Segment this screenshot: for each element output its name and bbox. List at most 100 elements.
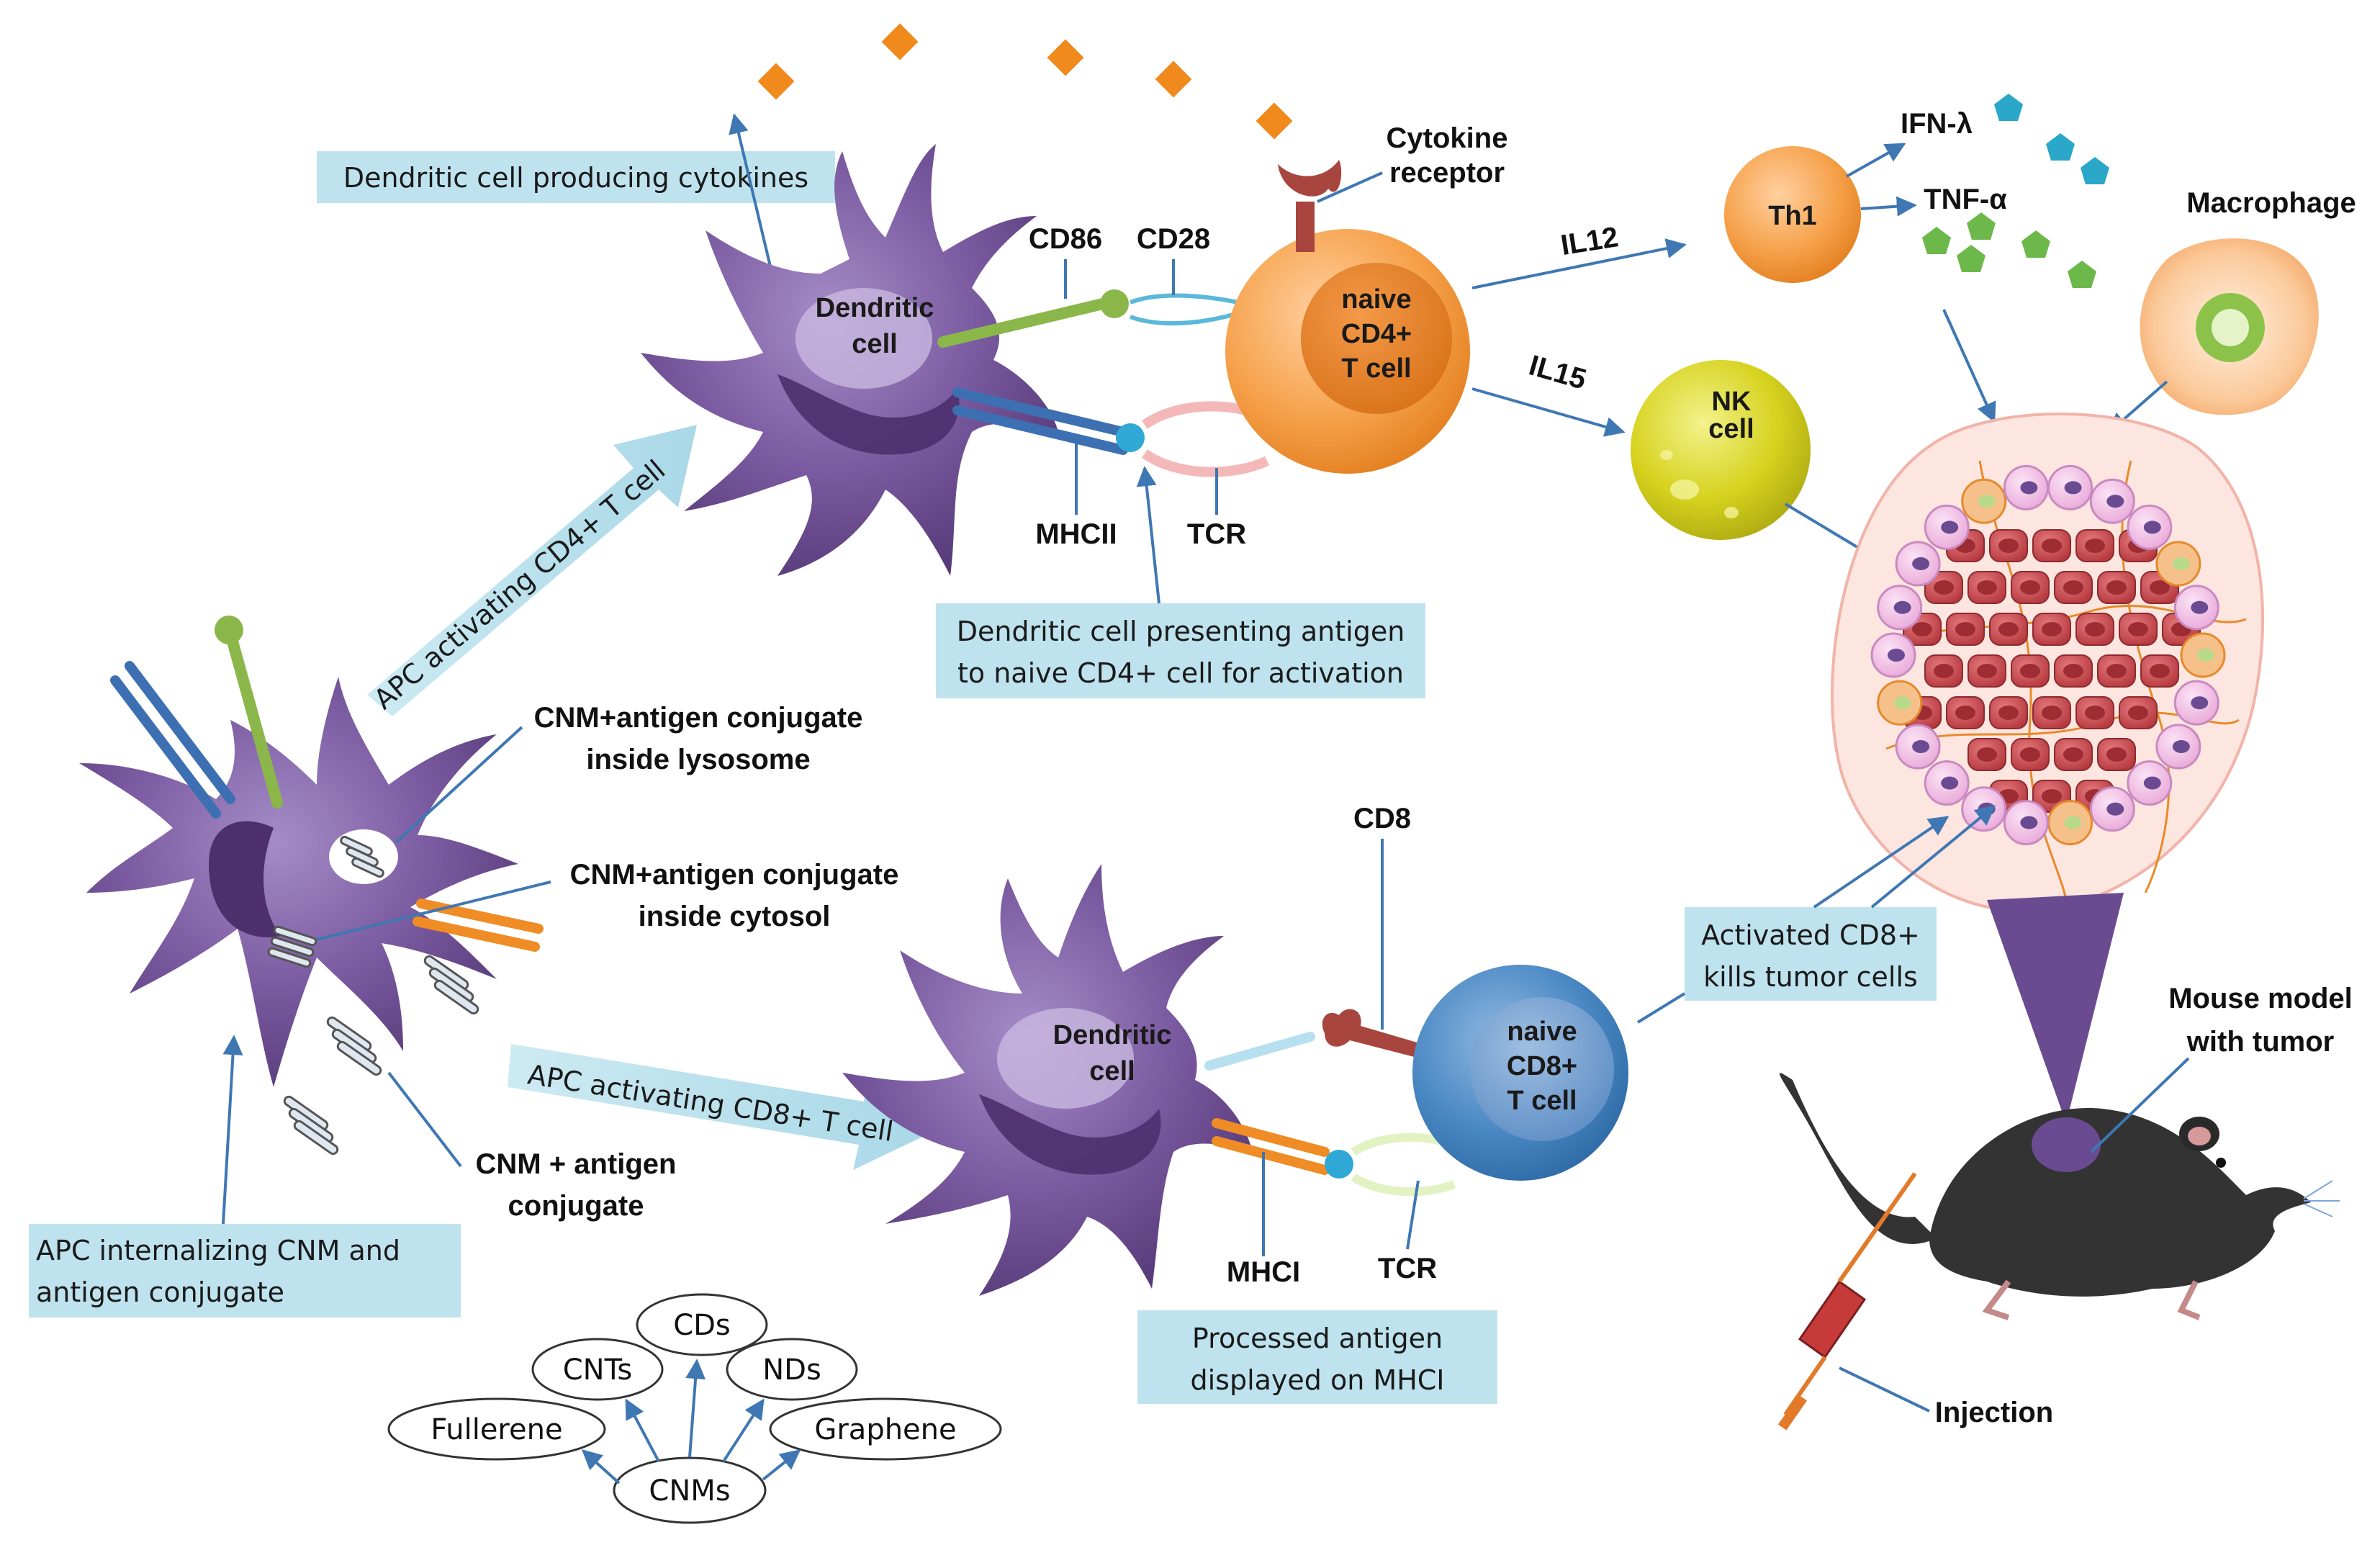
mhcii-label: MHCII [1035,518,1117,550]
tumor-border-cell-nucleus [2106,495,2124,508]
tumor-cell-nucleus [1955,706,1975,720]
cd8-label: CD8 [1353,803,1411,834]
cytokine-receptor-label-2: receptor [1389,157,1505,189]
activated-cd8-pointer [1636,992,1686,1024]
tumor-cell-nucleus [2042,706,2062,720]
tumor [1831,413,2265,913]
processed-text-2: displayed on MHCI [1190,1364,1444,1396]
tumor-cell-nucleus [2063,664,2083,678]
naive-cd4-t-cell: naive CD4+ T cell [1225,229,1470,474]
injection-pointer [1839,1366,1930,1413]
mhcii-molecule [952,387,1145,455]
processed-text-1: Processed antigen [1192,1323,1443,1354]
tumor-border-cell-nucleus [1888,649,1905,662]
cd8-cell-label-1: naive [1507,1017,1577,1047]
tumor-cell-nucleus [2150,580,2170,595]
macrophage-cell [2140,238,2319,415]
tumor-cell-nucleus [1998,539,2019,553]
th1-cell: Th1 [1724,146,1861,283]
dc-presenting-text-2: to naive CD4+ cell for activation [957,657,1404,689]
cytokine-receptor-label-1: Cytokine [1387,122,1508,154]
tumor-cell-nucleus [2042,622,2062,636]
tumor-cell-nucleus [2128,622,2148,636]
cnm-arrow-cds [685,1359,706,1458]
tumor-cell-nucleus [2106,747,2127,762]
cd4-label-3: T cell [1341,353,1411,384]
ifn-arrow [1846,143,1906,178]
syringe-icon [1777,1172,1917,1431]
tcr-bottom-pointer [1406,1180,1420,1250]
processed-antigen-box: Processed antigen displayed on MHCI [1137,1310,1497,1404]
cd28-label: CD28 [1137,223,1210,255]
cytokine-receptor-pointer [1317,171,1383,203]
tcr-bottom-label: TCR [1378,1253,1437,1284]
cd8-cell-label-2: CD8+ [1507,1051,1577,1081]
cnm-oval-center [613,1456,767,1524]
lysosome-cnm [340,835,384,878]
dc-presenting-text-1: Dendritic cell presenting antigen [957,616,1405,647]
cytokine-diamond [1047,39,1084,76]
tumor-cell-nucleus [2063,580,2083,595]
mouse-pointer [2090,1057,2190,1153]
cytosol-label-1: CNM+antigen conjugate [570,859,899,891]
cytokine-release-arrow [729,113,772,267]
block-arrow-cd4-text: APC activating CD4+ T cell [368,454,671,716]
tumor-cell-nucleus [1912,622,1932,636]
tumor-cell-nucleus [2128,706,2148,720]
tumor-cell-nucleus [1998,622,2019,636]
tumor-border-cell-nucleus [2143,776,2161,790]
tumor-cell-nucleus [2063,747,2083,762]
tumor-cell-nucleus [1998,706,2019,720]
activated-arrow-2 [1870,805,1996,909]
cytokine-diamond [881,23,919,60]
tumor-border-cell-nucleus [2106,802,2124,816]
cnm-arrow-graphene [762,1449,801,1481]
ifn-label: IFN-λ [1901,108,1973,140]
tumor-cell-nucleus [2020,664,2040,678]
cnm-arrow-nds [722,1398,765,1463]
dendritic-top-label-2: cell [852,329,897,359]
conjugate-label-1: CNM + antigen [476,1148,677,1180]
tumor-cell-nucleus [2085,622,2105,636]
activated-cd8-box: Activated CD8+ kills tumor cells [1685,907,1937,1001]
th1-label: Th1 [1768,201,1817,231]
tumor-cell-nucleus [2020,580,2040,595]
tumor-border-cell-nucleus [1978,495,1996,508]
tumor-border-cell-nucleus [2064,816,2082,829]
tumor-border-cell-nucleus [1941,521,1959,534]
tumor-border-cell-nucleus [1941,776,1959,790]
lysosome-label-1: CNM+antigen conjugate [534,702,863,734]
tumor-border-cell-nucleus [2172,740,2190,754]
tumor-cell-nucleus [2042,539,2062,553]
tumor-cell-nucleus [2042,789,2062,803]
tumor-cell-nucleus [1977,580,1997,595]
cnm-oval-fullerene [387,1397,606,1461]
cnm-oval-graphene [769,1397,1002,1461]
lysosome-label-2: inside lysosome [586,744,810,775]
dendritic-bottom-label-1: Dendritic [1053,1020,1172,1050]
tumor-border-cell-nucleus [2197,649,2214,662]
tumor-cell-nucleus [2085,706,2105,720]
tumor-border-cell-nucleus [2191,600,2209,614]
conjugate-label-2: conjugate [508,1190,644,1222]
tcr-top-label: TCR [1187,518,1246,550]
activated-text-1: Activated CD8+ [1701,919,1920,951]
cd8-molecule [1204,1009,1422,1071]
il12-label: IL12 [1559,221,1621,261]
cnm-arrow-fullerene [581,1449,621,1485]
tumor-cell-nucleus [2106,580,2127,595]
cd86-molecule [937,289,1129,348]
conjugate-pointer [387,1071,462,1168]
tumor-border-cell-nucleus [1912,740,1930,754]
cd28-molecule [1129,293,1239,326]
cnm-graphene-label: Graphene [814,1413,956,1446]
apc-cell [79,677,518,1087]
cnm-oval-cnts [531,1338,664,1401]
block-arrow-cd4: APC activating CD4+ T cell [367,425,697,716]
tumor-cell-nucleus [1977,747,1997,762]
th1-tumor-arrow [1942,309,1996,423]
cnm-oval-nds [726,1338,858,1401]
mouse-label-2: with tumor [2186,1026,2334,1058]
dendritic-bottom-label-2: cell [1089,1056,1135,1086]
dendritic-top-label-1: Dendritic [816,293,934,323]
